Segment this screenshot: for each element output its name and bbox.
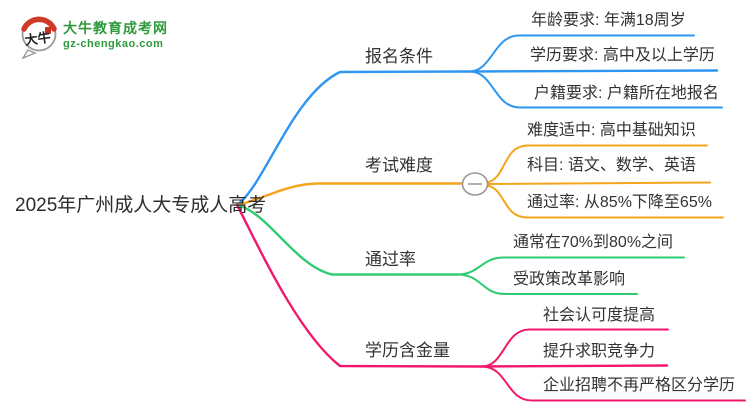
branch-1-child-1-line <box>487 181 711 185</box>
branch-0-trunk-line <box>235 69 719 207</box>
branch-1-child-2-line <box>486 184 724 219</box>
logo-icon-characters: 大牛 <box>24 29 52 47</box>
branch-2-child-1-line <box>457 273 638 295</box>
collapse-toggle[interactable] <box>461 172 489 196</box>
branch-2-trunk-line <box>235 203 460 276</box>
child-node-age-requirement[interactable]: 年龄要求: 年满18周岁 <box>531 12 686 29</box>
child-node-pass-rate-drop[interactable]: 通过率: 从85%下降至65% <box>527 194 712 211</box>
branch-node-degree-value[interactable]: 学历含金量 <box>365 341 450 360</box>
branch-3-trunk-line <box>235 203 669 368</box>
site-logo[interactable]: 大牛 大牛教育成考网 gz-chengkao.com <box>20 13 168 59</box>
branch-1-child-0-line <box>486 144 708 184</box>
branch-node-enroll-conditions[interactable]: 报名条件 <box>365 47 433 66</box>
child-node-education-requirement[interactable]: 学历要求: 高中及以上学历 <box>530 47 715 64</box>
child-node-moderate-difficulty[interactable]: 难度适中: 高中基础知识 <box>527 122 696 139</box>
branch-1-trunk-line <box>235 182 464 207</box>
child-node-subjects[interactable]: 科目: 语文、数学、英语 <box>527 157 696 174</box>
branch-2-child-0-line <box>457 256 685 276</box>
child-node-job-competitiveness[interactable]: 提升求职竞争力 <box>543 343 656 360</box>
child-node-hiring-no-distinction[interactable]: 企业招聘不再严格区分学历 <box>543 377 736 394</box>
branch-node-pass-rate[interactable]: 通过率 <box>365 250 416 269</box>
child-node-social-recognition[interactable]: 社会认可度提高 <box>543 307 656 324</box>
site-domain: gz-chengkao.com <box>63 38 164 50</box>
site-name: 大牛教育成考网 <box>63 20 168 36</box>
branch-0-child-0-line <box>469 34 695 73</box>
branch-3-child-2-line <box>481 365 746 402</box>
child-node-residence-requirement[interactable]: 户籍要求: 户籍所在地报名 <box>534 85 719 102</box>
child-node-policy-impact[interactable]: 受政策改革影响 <box>513 271 626 288</box>
branch-node-exam-difficulty[interactable]: 考试难度 <box>365 156 433 175</box>
child-node-rate-range[interactable]: 通常在70%到80%之间 <box>513 234 674 251</box>
root-node[interactable]: 2025年广州成人大专成人高考 <box>15 195 267 216</box>
daniu-logo-icon: 大牛 <box>21 16 57 59</box>
branch-3-child-0-line <box>481 328 669 368</box>
branch-0-child-2-line <box>469 70 723 109</box>
